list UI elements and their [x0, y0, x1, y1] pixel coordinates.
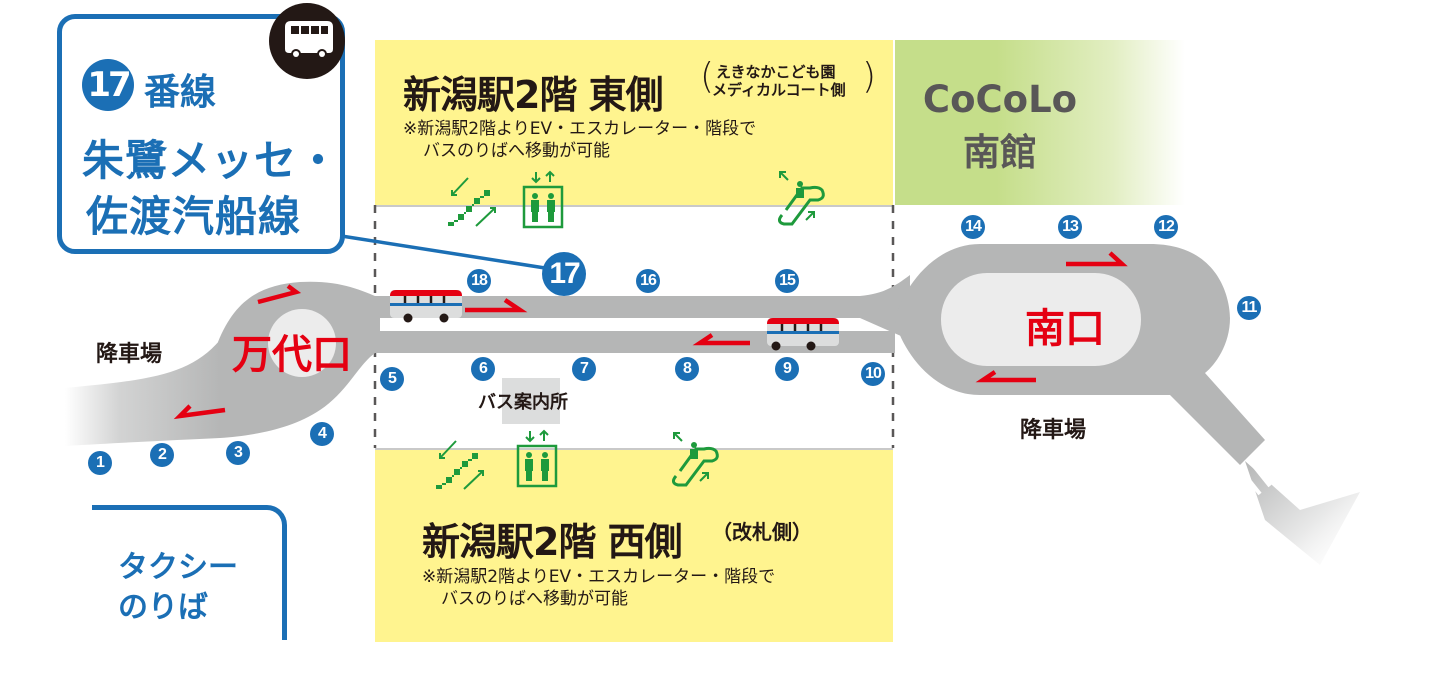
stop-16[interactable]: 16	[636, 269, 660, 293]
stop-8[interactable]: 8	[675, 357, 699, 381]
taxi-stand-box: タクシー のりば	[92, 505, 287, 640]
south-center-island	[941, 273, 1141, 366]
stop-1[interactable]: 1	[88, 451, 112, 475]
stop-4[interactable]: 4	[310, 422, 334, 446]
route-number-badge: 17	[82, 59, 134, 111]
bandai-exit-label: 万代口	[232, 332, 352, 378]
stairs-icon	[448, 177, 496, 227]
west-panel-title: 新潟駅2階 西側	[422, 520, 683, 564]
stop-17-highlighted[interactable]: 17	[542, 252, 586, 296]
arrow-bandai-top	[257, 284, 302, 305]
route-number-suffix: 番線	[144, 72, 217, 113]
west-panel-note-line2: バスのりばへ移動が可能	[441, 589, 628, 609]
stairs-icon	[436, 440, 484, 490]
road-lower-lane	[375, 331, 895, 353]
info-desk-label: バス案内所	[478, 392, 568, 413]
bus-icon	[285, 21, 333, 59]
stop-13[interactable]: 13	[1058, 215, 1082, 239]
east-panel-paren-line2: メディカルコート側	[712, 81, 846, 99]
west-side-panel	[375, 448, 893, 642]
east-panel-paren-line1: えきなかこども園	[716, 63, 836, 81]
west-panel-paren: （改札側）	[712, 520, 812, 544]
stop-3[interactable]: 3	[226, 441, 250, 465]
cocolo-south-building: 南館	[963, 131, 1037, 174]
stop-9[interactable]: 9	[775, 357, 799, 381]
south-exit-road	[1245, 461, 1360, 565]
bus-eastbound	[390, 290, 462, 323]
stop-11[interactable]: 11	[1237, 296, 1261, 320]
info-desk-area	[502, 378, 560, 424]
escalator-icon	[671, 432, 719, 487]
cocolo-panel: CoCoLo 南館	[895, 40, 1185, 205]
stop-14[interactable]: 14	[961, 215, 985, 239]
stop-15[interactable]: 15	[775, 269, 799, 293]
stop-10[interactable]: 10	[861, 362, 885, 386]
cocolo-name: CoCoLo	[922, 78, 1078, 121]
right-dropoff-label: 降車場	[1020, 418, 1087, 443]
east-panel-title: 新潟駅2階 東側	[403, 73, 664, 117]
east-side-panel	[375, 40, 893, 207]
left-dropoff-label: 降車場	[96, 342, 163, 367]
left-dropoff-road	[65, 340, 220, 446]
stop-12[interactable]: 12	[1154, 215, 1178, 239]
callout-line	[334, 233, 546, 270]
stop-5[interactable]: 5	[380, 367, 404, 391]
arrow-south-bottom	[975, 370, 1036, 383]
south-exit-label: 南口	[1025, 306, 1105, 352]
bus-westbound	[767, 318, 839, 351]
crosswalk	[1242, 448, 1292, 496]
stop-7[interactable]: 7	[572, 357, 596, 381]
route-name-line2: 佐渡汽船線	[86, 192, 302, 241]
stop-18[interactable]: 18	[467, 269, 491, 293]
elevator-icon	[522, 170, 564, 229]
paren-close: )	[862, 56, 877, 97]
stop-6[interactable]: 6	[471, 357, 495, 381]
west-panel-note-line1: ※新潟駅2階よりEV・エスカレーター・階段で	[422, 567, 776, 587]
bandai-center-island	[268, 309, 336, 377]
arrow-south-top	[1066, 251, 1128, 267]
direction-arrows	[173, 251, 1128, 420]
paren-open: (	[700, 56, 715, 97]
taxi-label-line1: タクシー	[118, 550, 238, 585]
elevator-icon	[516, 429, 558, 488]
route-name-line1: 朱鷺メッセ・	[82, 136, 341, 185]
arrow-lower-lane	[692, 333, 750, 346]
bus-badge	[269, 3, 345, 79]
east-panel-note-line2: バスのりばへ移動が可能	[423, 141, 610, 161]
stop-2[interactable]: 2	[150, 443, 174, 467]
escalator-icon	[777, 171, 825, 226]
arrow-upper-lane	[465, 298, 528, 313]
taxi-label-line2: のりば	[118, 590, 208, 625]
arrow-bandai-bottom	[173, 404, 226, 420]
east-panel-note-line1: ※新潟駅2階よりEV・エスカレーター・階段で	[403, 119, 757, 139]
